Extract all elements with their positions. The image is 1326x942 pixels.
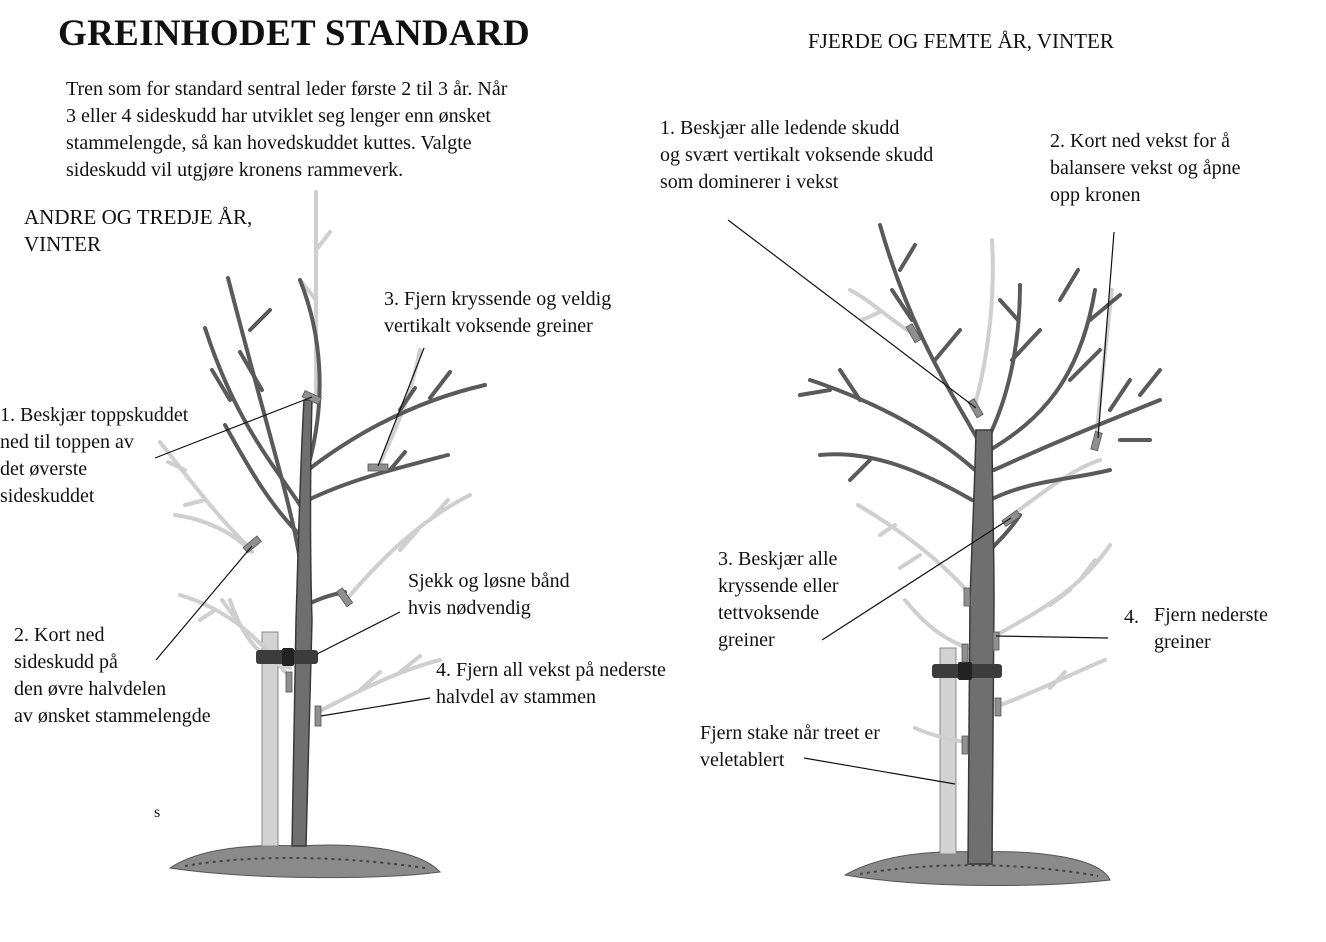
stray-mark: s [154,804,161,821]
left-step3-label: 3. Fjern kryssende og veldig vertikalt v… [384,288,612,337]
leader-left-step2 [155,545,253,661]
left-cut-marks [242,389,389,727]
leader-left-step3 [377,347,425,467]
left-leader-lines [154,347,431,717]
right-cut-mark-i [961,735,969,755]
left-tree-tie-buckle [282,648,294,666]
left-framework-branches [203,276,487,610]
right-cut-mark-h [994,697,1002,717]
leader-right-step1 [727,219,977,409]
right-cut-marks [905,323,1103,755]
left-cut-mark-lower-b [314,705,322,727]
left-step2-label: 2. Kort ned sideskudd på den øvre halvde… [14,624,211,727]
right-cut-mark-f [961,643,969,663]
right-pruned-branches [848,238,1114,744]
right-cut-mark-c [1090,431,1103,452]
right-step3-label: 3. Beskjær alle kryssende eller tettvoks… [718,548,839,651]
leader-left-step1 [154,396,313,459]
left-step4-label: 4. Fjern all vekst på nederste halvdel a… [436,659,666,708]
right-cut-mark-g [992,631,1000,651]
leader-right-step4 [995,635,1109,639]
right-ground [843,851,1111,886]
right-framework-branches [798,223,1162,557]
right-trunk [967,429,995,865]
leader-left-step4 [320,697,431,717]
right-step4-label: Fjern nederste greiner [1154,604,1268,653]
left-check-tie-label: Sjekk og løsne bånd hvis nødvendig [408,570,570,619]
left-cut-mark-step3 [367,463,389,472]
leader-right-stake [803,757,956,785]
left-tree [154,190,487,879]
right-tree-heading: FJERDE OG FEMTE ÅR, VINTER [808,29,1114,53]
right-step4-number: 4. [1124,606,1139,628]
page-title: GREINHODET STANDARD [58,13,531,54]
right-tree [727,219,1162,886]
right-cut-mark-e [963,587,971,607]
intro-paragraph: Tren som for standard sentral leder førs… [66,78,508,181]
left-tree-heading: ANDRE OG TREDJE ÅR, VINTER [24,205,253,256]
leader-right-step3 [821,517,1012,641]
left-cut-mark-lower-a [285,671,293,693]
right-step1-label: 1. Beskjær alle ledende skudd og svært v… [660,117,934,193]
right-stake-label: Fjern stake når treet er veletablert [700,722,880,771]
left-cut-mark-side [336,587,354,608]
right-cut-mark-a [905,323,922,344]
right-leader-lines [727,219,1115,785]
right-step2-label: 2. Kort ned vekst for å balansere vekst … [1050,130,1241,206]
right-stake [939,647,957,855]
left-trunk [291,399,313,847]
right-cut-mark-d [1001,509,1022,527]
left-ground [168,844,442,879]
left-stake [261,631,279,847]
leader-right-step2 [1097,231,1115,439]
left-step1-label: 1. Beskjær toppskuddet ned til toppen av… [0,404,189,507]
right-tree-tie-buckle [958,662,972,680]
left-cut-mark-step2 [242,535,263,554]
left-ground-shadow [184,857,426,869]
leader-left-tie [316,611,401,655]
